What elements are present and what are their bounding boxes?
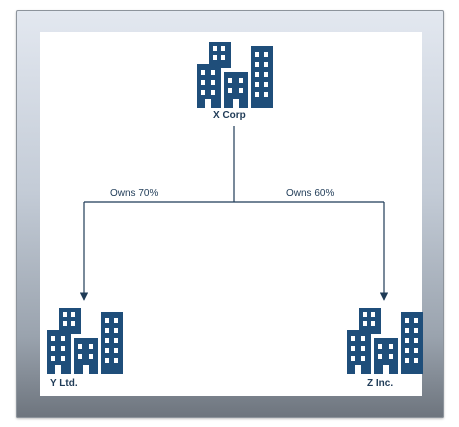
node-label-right-child: Z Inc. bbox=[367, 378, 394, 389]
office-buildings-icon bbox=[197, 42, 273, 108]
node-label-parent: X Corp bbox=[213, 110, 246, 121]
office-buildings-icon bbox=[47, 308, 123, 374]
edge-label-left: Owns 70% bbox=[110, 188, 159, 199]
edge-label-right: Owns 60% bbox=[286, 188, 335, 199]
office-buildings-icon bbox=[347, 308, 423, 374]
node-label-left-child: Y Ltd. bbox=[50, 378, 78, 389]
